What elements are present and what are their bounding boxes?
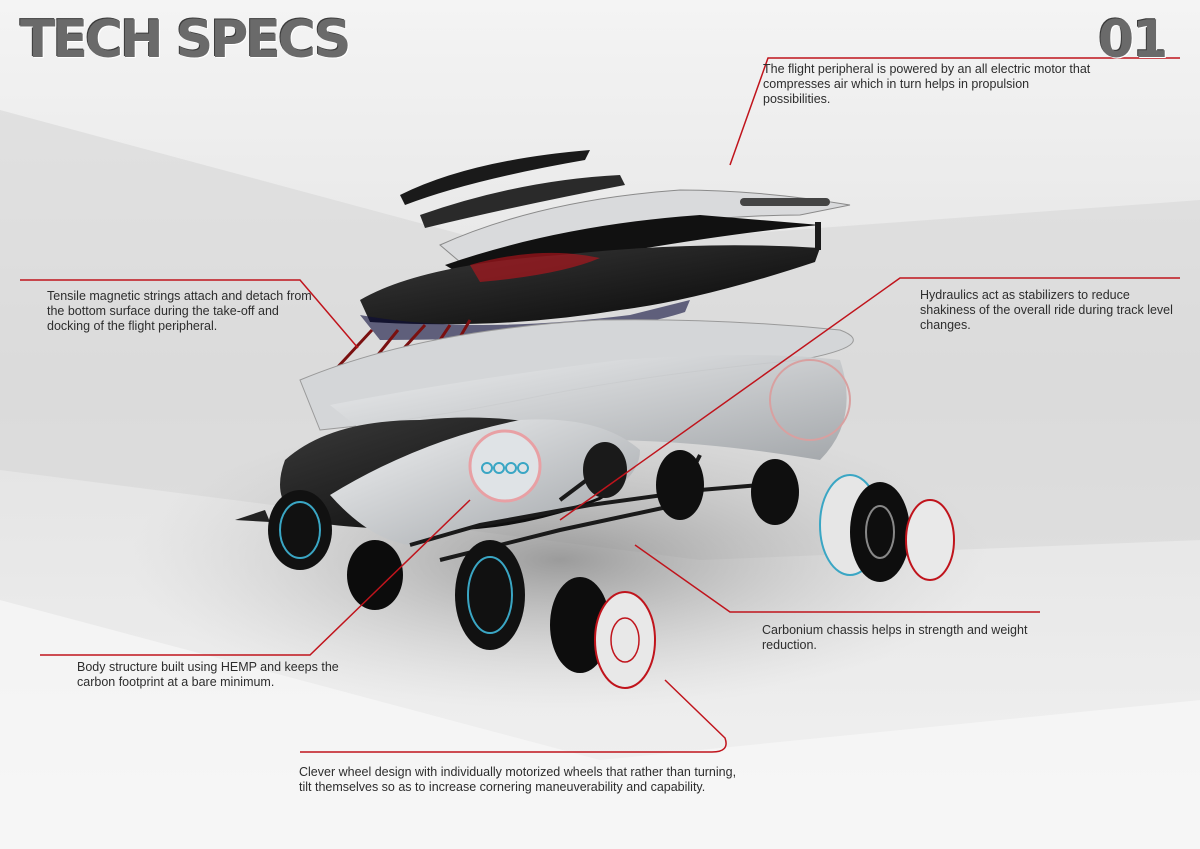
wheel-front-center [455,540,656,689]
leader-chassis [634,544,1040,613]
page-number: 01 [1098,10,1168,70]
callout-tensile-strings: Tensile magnetic strings attach and deta… [47,289,312,333]
leader-hydraulics [559,277,1180,521]
wheel-rear-center [583,442,799,525]
leader-flight [729,57,1180,166]
leader-lines [20,57,1180,753]
leader-wheels [300,679,727,753]
wheel-front-left [268,490,403,610]
callout-hydraulics: Hydraulics act as stabilizers to reduce … [920,288,1173,332]
callout-carbonium-chassis: Carbonium chassis helps in strength and … [762,623,1028,652]
leader-tensile [20,279,359,349]
callout-wheel-design: Clever wheel design with individually mo… [299,765,737,794]
badge-emblem [468,429,542,503]
callout-body-structure: Body structure built using HEMP and keep… [77,660,339,689]
wheel-rear-right [819,474,955,582]
flight-peripheral [360,150,851,340]
callout-flight-peripheral: The flight peripheral is powered by an a… [763,62,1091,106]
page-title: TECH SPECS [20,10,351,70]
main-body [235,417,640,545]
leader-body [40,499,471,656]
wheels [268,442,955,689]
